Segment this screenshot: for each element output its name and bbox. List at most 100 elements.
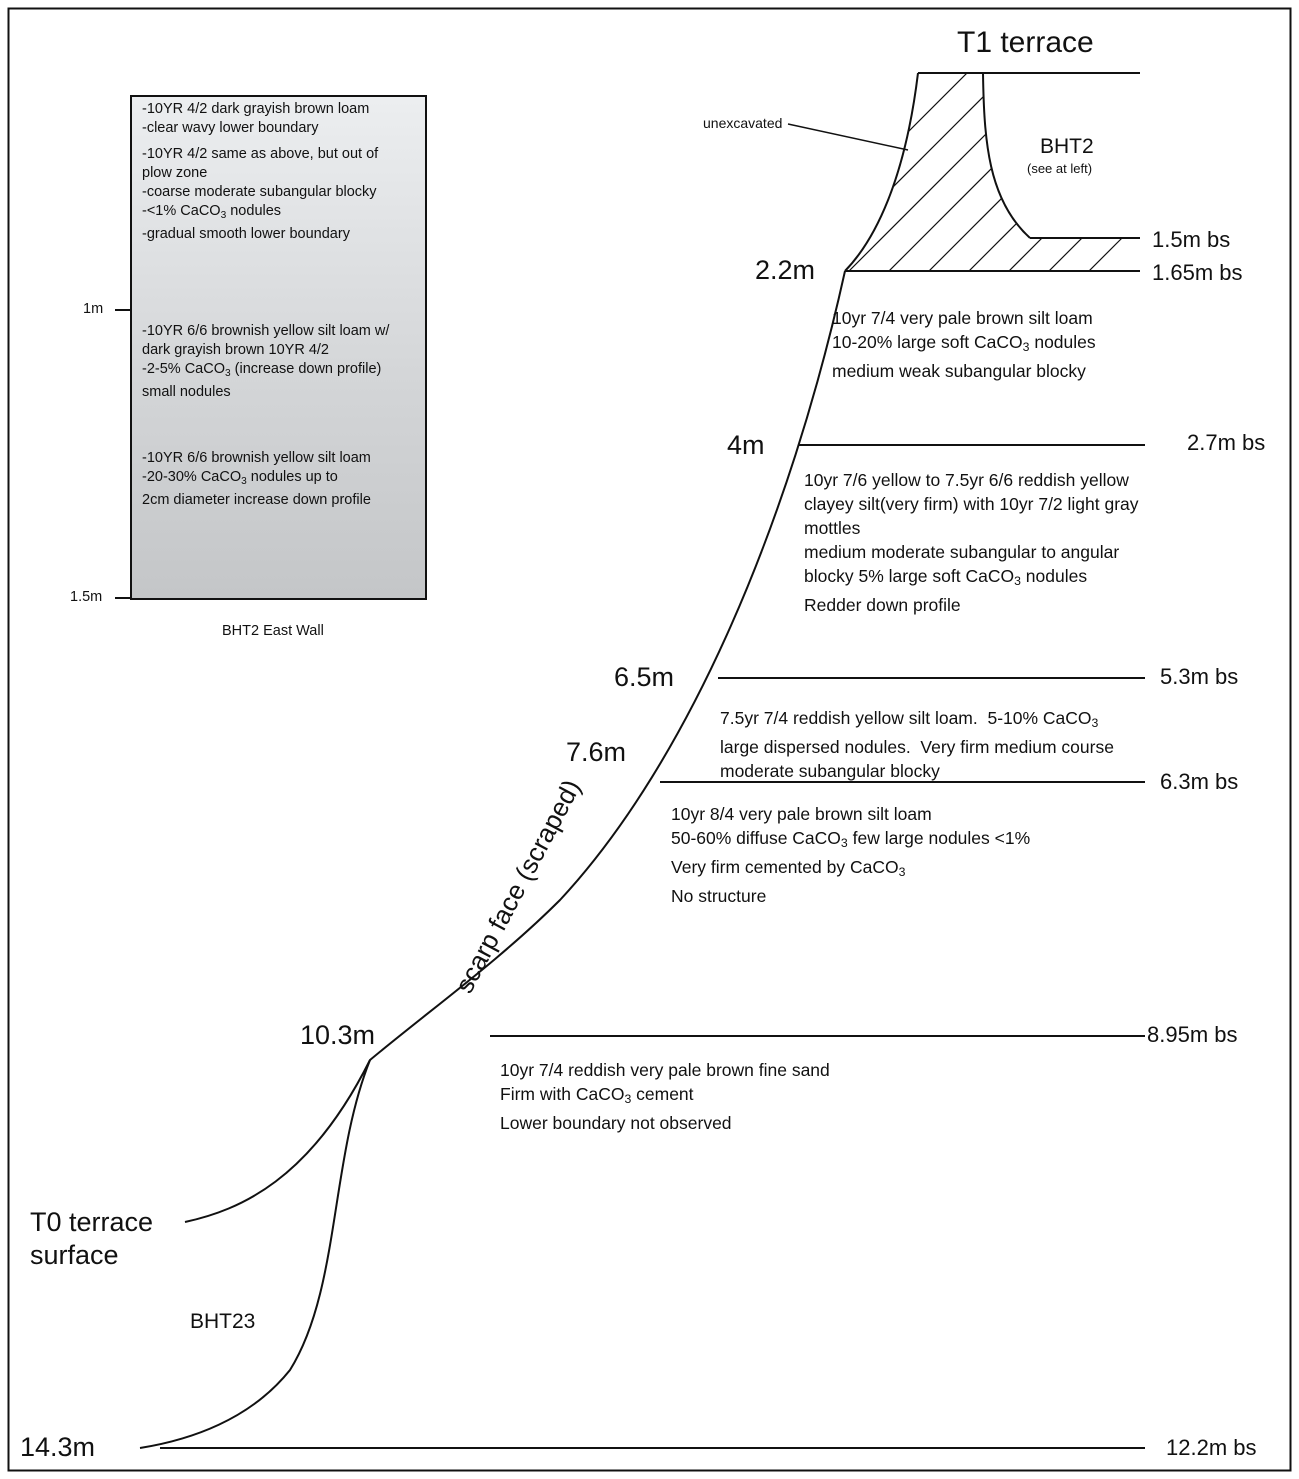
unit-description-3: 7.5yr 7/4 reddish yellow silt loam. 5-10… (720, 706, 1114, 783)
inset-block-subscript: 3 (225, 368, 231, 379)
unit-line: 10yr 8/4 very pale brown silt loam (671, 802, 1030, 826)
unit-line-text: 10-20% large soft CaCO (832, 332, 1023, 352)
inset-block-3: -10YR 6/6 brownish yellow silt loam w/da… (142, 322, 389, 402)
inset-block-line-text: -10YR 6/6 brownish yellow silt loam (142, 450, 371, 466)
unit-subscript: 3 (1091, 716, 1099, 730)
unit-line-suffix: nodules (1029, 332, 1096, 352)
unexcavated-leader (787, 123, 909, 151)
inset-block-line: -10YR 6/6 brownish yellow silt loam (142, 449, 371, 468)
unit-description-5: 10yr 7/4 reddish very pale brown fine sa… (500, 1058, 830, 1135)
inset-block-4: -10YR 6/6 brownish yellow silt loam -20-3… (142, 449, 371, 510)
unit-line-suffix: nodules (1020, 566, 1088, 586)
inset-block-2: -10YR 4/2 same as above, but out of plow … (142, 145, 378, 244)
bs-label-7: 12.2m bs (1166, 1435, 1257, 1460)
unit-line-text: blocky 5% large soft CaCO (804, 566, 1015, 586)
inset-block-line: dark grayish brown 10YR 4/2 (142, 341, 389, 360)
bs-label-6: 8.95m bs (1147, 1022, 1238, 1047)
unit-line-text: mottles (804, 518, 861, 538)
unexcavated-outline-right (982, 72, 1031, 239)
unit-subscript: 3 (840, 836, 848, 850)
inset-block-line-text: 2cm diameter increase down profile (142, 492, 371, 508)
unit-line-text: 7.5yr 7/4 reddish yellow silt loam. 5-10… (720, 708, 1092, 728)
t0-surface-label: surface (30, 1240, 119, 1270)
inset-block-line-text: -10YR 4/2 same as above, but out of (142, 146, 379, 162)
unit-line-text: 10yr 7/4 very pale brown silt loam (832, 308, 1093, 328)
inset-block-line: -20-30% CaCO3 nodules up to (142, 468, 371, 491)
unit-subscript: 3 (1014, 574, 1021, 588)
unit-line-text: medium weak subangular blocky (832, 361, 1086, 381)
unit-line-text: medium moderate subangular to angular (804, 542, 1120, 562)
depth-label-6: 14.3m (20, 1432, 96, 1462)
bs-label-4: 5.3m bs (1160, 664, 1239, 689)
t0-terrace-label: T0 terrace (30, 1207, 154, 1237)
inset-block-1: -10YR 4/2 dark grayish brown loam -clear … (142, 100, 369, 138)
unit-line: 10-20% large soft CaCO3 nodules (832, 330, 1096, 359)
inset-block-line: plow zone (142, 164, 378, 183)
inset-block-line-text: -10YR 4/2 dark grayish brown loam (142, 101, 370, 117)
t1-terrace-label: T1 terrace (957, 26, 1094, 59)
unit-description-2: 10yr 7/6 yellow to 7.5yr 6/6 reddish yel… (804, 468, 1139, 617)
unit-line: medium weak subangular blocky (832, 359, 1096, 383)
bht2-label: BHT2 (1040, 135, 1094, 158)
bs-label-3: 2.7m bs (1187, 430, 1266, 455)
inset-block-subscript: 3 (241, 476, 247, 487)
inset-block-line-text: plow zone (142, 165, 208, 181)
bht2-note: (see at left) (1027, 161, 1093, 176)
inset-block-line: -10YR 4/2 dark grayish brown loam (142, 100, 369, 119)
unit-subscript: 3 (624, 1092, 632, 1106)
bs-label-1: 1.5m bs (1152, 227, 1231, 252)
unit-line: clayey silt(very firm) with 10yr 7/2 lig… (804, 492, 1139, 516)
inset-1m-label: 1m (83, 301, 104, 317)
figure-border (7, 7, 1292, 1472)
inset-block-line: -10YR 6/6 brownish yellow silt loam w/ (142, 322, 389, 341)
unit-line: 50-60% diffuse CaCO3 few large nodules <… (671, 826, 1030, 855)
unit-line-suffix: cement (631, 1084, 694, 1104)
unit-line: moderate subangular blocky (720, 759, 1114, 783)
unit-line-text: large dispersed nodules. Very firm mediu… (720, 737, 1114, 757)
inset-block-line-text: -2-5% CaCO (142, 361, 225, 377)
inset-block-subscript: 3 (220, 210, 227, 221)
unit-line-text: Lower boundary not observed (500, 1113, 732, 1133)
inset-block-line-text: -<1% CaCO (142, 203, 221, 219)
inset-block-line-suffix: (increase down profile) (230, 361, 382, 377)
inset-block-line-text: dark grayish brown 10YR 4/2 (142, 342, 329, 358)
unit-line-text: clayey silt(very firm) with 10yr 7/2 lig… (804, 494, 1139, 514)
unit-line: 10yr 7/6 yellow to 7.5yr 6/6 reddish yel… (804, 468, 1139, 492)
unit-subscript: 3 (1022, 340, 1030, 354)
inset-block-line-text: small nodules (142, 384, 231, 400)
unit-line-text: moderate subangular blocky (720, 761, 940, 781)
bs-label-5: 6.3m bs (1160, 769, 1239, 794)
inset-block-line-text: -coarse moderate subangular blocky (142, 184, 377, 200)
inset-block-line: 2cm diameter increase down profile (142, 491, 371, 510)
unit-line: 10yr 7/4 very pale brown silt loam (832, 306, 1096, 330)
unit-line-text: Firm with CaCO (500, 1084, 625, 1104)
unit-line-text: No structure (671, 886, 767, 906)
scarp-face-curve (184, 270, 846, 1223)
inset-block-line-suffix: nodules up to (246, 469, 338, 485)
unit-line-text: 50-60% diffuse CaCO (671, 828, 841, 848)
unit-line: blocky 5% large soft CaCO3 nodules (804, 564, 1139, 593)
depth-label-5: 10.3m (300, 1020, 376, 1050)
depth-label-2: 4m (727, 430, 765, 460)
depth-label-1: 2.2m (755, 255, 816, 285)
unit-line: Firm with CaCO3 cement (500, 1082, 830, 1111)
inset-block-line-suffix: nodules (226, 203, 282, 219)
unit-line-text: Very firm cemented by CaCO (671, 857, 899, 877)
unit-line: Lower boundary not observed (500, 1111, 830, 1135)
unit-line: large dispersed nodules. Very firm mediu… (720, 735, 1114, 759)
inset-block-line: -clear wavy lower boundary (142, 119, 369, 138)
unit-line-text: 10yr 8/4 very pale brown silt loam (671, 804, 932, 824)
bht23-label: BHT23 (190, 1310, 256, 1333)
inset-caption: BHT2 East Wall (222, 623, 324, 639)
bht2-east-wall-column: -10YR 4/2 dark grayish brown loam -clear … (130, 95, 427, 600)
inset-1-5m-label: 1.5m (70, 589, 103, 605)
unexcavated-outline-left (844, 72, 919, 272)
unit-line: 10yr 7/4 reddish very pale brown fine sa… (500, 1058, 830, 1082)
unit-subscript: 3 (898, 865, 906, 879)
unit-line: No structure (671, 884, 1030, 908)
unit-line: Redder down profile (804, 593, 1139, 617)
inset-block-line-text: -20-30% CaCO (142, 469, 242, 485)
